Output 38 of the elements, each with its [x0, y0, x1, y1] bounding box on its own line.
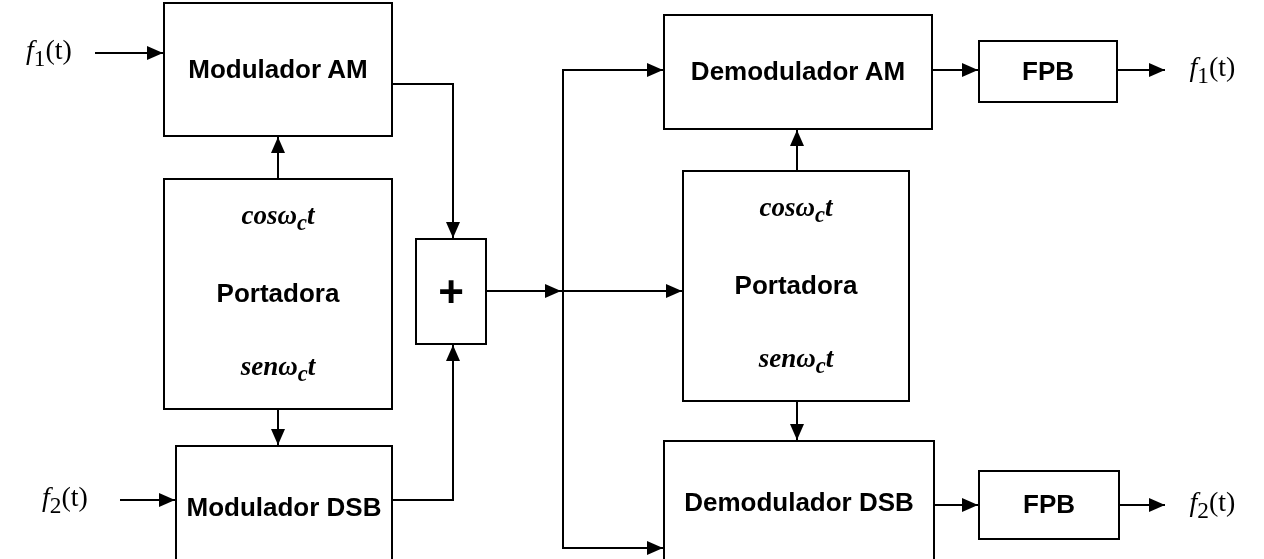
signal-text: f$_{1}$(t)	[26, 34, 72, 72]
arrow	[1119, 498, 1166, 512]
arrow	[934, 498, 979, 512]
box-label: FPB	[1022, 54, 1074, 88]
summer-box	[415, 238, 487, 345]
process-box	[663, 440, 935, 559]
box-label: Demodulador AM	[690, 55, 906, 89]
arrow	[932, 63, 979, 77]
box-label: Modulador AM	[188, 52, 368, 86]
arrow	[271, 409, 285, 446]
signal-text: f$_{2}$(t)	[1189, 486, 1236, 524]
arrow	[392, 344, 460, 501]
carrier-formula: cosω$_{c}$t	[241, 200, 315, 237]
box-label: Portadora	[216, 277, 340, 311]
sum-symbol: +	[438, 265, 464, 318]
arrow	[790, 129, 804, 171]
carrier-box	[163, 178, 393, 410]
carrier-formula: senω$_{c}$t	[758, 343, 834, 380]
box-label: FPB	[1023, 488, 1075, 522]
process-box	[163, 2, 393, 137]
arrow	[94, 46, 164, 60]
arrow	[790, 401, 804, 441]
carrier-formula: senω$_{c}$t	[240, 351, 316, 388]
arrow	[271, 136, 285, 179]
box-label: Demodulador DSB	[684, 485, 914, 519]
process-box	[978, 470, 1120, 540]
carrier-box	[682, 170, 910, 402]
signal-text: f$_{2}$(t)	[42, 481, 88, 519]
process-box	[175, 445, 393, 559]
carrier-formula: cosω$_{c}$t	[759, 192, 833, 229]
arrow	[392, 83, 460, 239]
process-box	[978, 40, 1118, 103]
box-label: Portadora	[734, 269, 858, 303]
signal-text: f$_{1}$(t)	[1189, 51, 1236, 89]
box-label: Modulador DSB	[186, 490, 382, 524]
process-box	[663, 14, 933, 130]
arrow	[1117, 63, 1166, 77]
arrow	[119, 493, 176, 507]
